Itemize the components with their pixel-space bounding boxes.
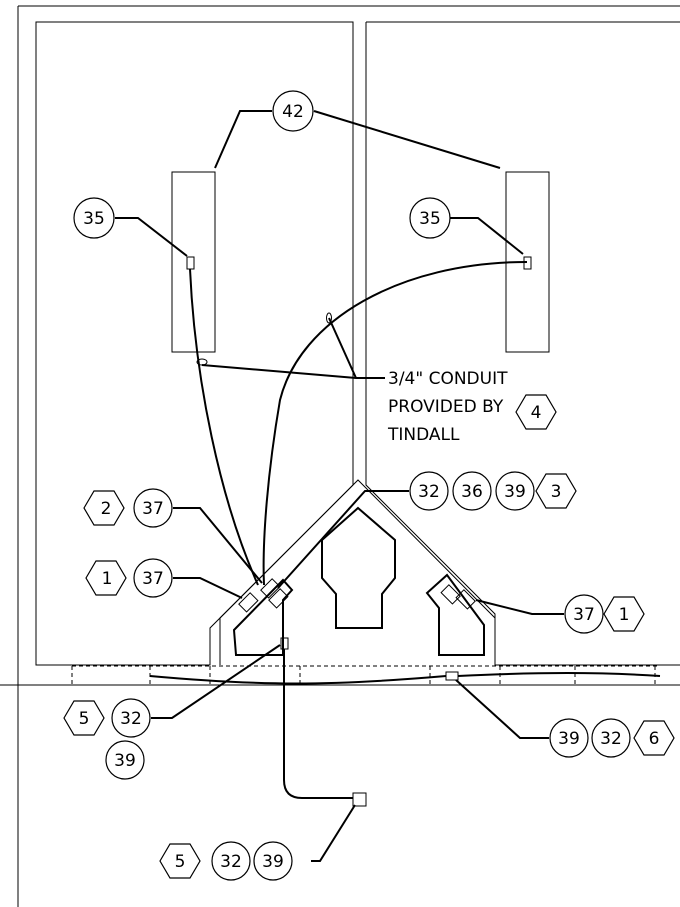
svg-text:32: 32 [220, 852, 242, 872]
svg-text:39: 39 [114, 751, 136, 771]
svg-text:1: 1 [102, 569, 113, 589]
tag-39-right: 39 [549, 718, 589, 758]
hex-tag-5-bottom: 5 [159, 843, 201, 879]
tag-37-a: 37 [133, 488, 173, 528]
center-gondola [321, 506, 396, 629]
svg-text:2: 2 [101, 499, 112, 519]
svg-text:4: 4 [531, 403, 542, 423]
svg-text:32: 32 [418, 482, 440, 502]
junction-box-lower-a [238, 592, 259, 613]
svg-text:39: 39 [262, 852, 284, 872]
svg-text:35: 35 [83, 209, 105, 229]
svg-text:5: 5 [79, 709, 90, 729]
svg-text:39: 39 [504, 482, 526, 502]
svg-text:3: 3 [551, 482, 562, 502]
svg-text:32: 32 [600, 729, 622, 749]
conduit-runs [149, 261, 661, 799]
tag-37-b: 37 [133, 558, 173, 598]
left-wall-panel [35, 21, 354, 666]
svg-text:6: 6 [649, 729, 660, 749]
junction-box-upper-a [260, 578, 281, 599]
junction-box-right-b [455, 589, 476, 610]
svg-text:37: 37 [142, 569, 164, 589]
left-cabinet-box [171, 171, 216, 353]
tag-39-mid: 39 [105, 740, 145, 780]
svg-text:42: 42 [282, 102, 304, 122]
svg-text:35: 35 [419, 209, 441, 229]
sheet-border [0, 5, 680, 907]
hex-tag-1-left: 1 [85, 560, 127, 596]
tag-32-top: 32 [409, 471, 449, 511]
note-line-2: PROVIDED BY [388, 397, 504, 417]
tag-32-bottom: 32 [211, 841, 251, 881]
svg-text:5: 5 [175, 852, 186, 872]
floor-strip [71, 665, 660, 686]
svg-text:32: 32 [120, 709, 142, 729]
svg-text:36: 36 [461, 482, 483, 502]
floor-box-bottom [352, 792, 367, 807]
hex-tag-2: 2 [83, 490, 125, 526]
right-gondola [425, 573, 485, 656]
hex-tag-6: 6 [633, 720, 675, 756]
note-line-3: TINDALL [387, 425, 460, 445]
hex-tag-3: 3 [535, 473, 577, 509]
tag-39-top: 39 [495, 471, 535, 511]
floor-box-right [445, 671, 459, 681]
junction-box-upper-b [268, 588, 289, 609]
hex-tag-5-mid: 5 [63, 700, 105, 736]
tag-32-right: 32 [591, 718, 631, 758]
tag-35-right: 35 [409, 197, 451, 239]
svg-text:37: 37 [573, 605, 595, 625]
leader-lines [115, 110, 564, 862]
tag-39-bottom: 39 [253, 841, 293, 881]
hex-tag-4: 4 [515, 394, 557, 430]
left-gondola [232, 578, 294, 656]
hex-tag-1-right: 1 [603, 596, 645, 632]
svg-text:1: 1 [619, 605, 630, 625]
note-line-1: 3/4" CONDUIT [388, 369, 508, 389]
tag-36: 36 [452, 471, 492, 511]
left-device-35 [186, 256, 195, 270]
tag-37-c: 37 [564, 594, 604, 634]
svg-text:37: 37 [142, 499, 164, 519]
tag-32-mid: 32 [111, 698, 151, 738]
junction-box-right [440, 584, 461, 605]
tag-42: 42 [272, 90, 314, 132]
tag-35-left: 35 [73, 197, 115, 239]
right-wall-panel [365, 21, 680, 666]
svg-text:39: 39 [558, 729, 580, 749]
center-frame [219, 479, 496, 665]
